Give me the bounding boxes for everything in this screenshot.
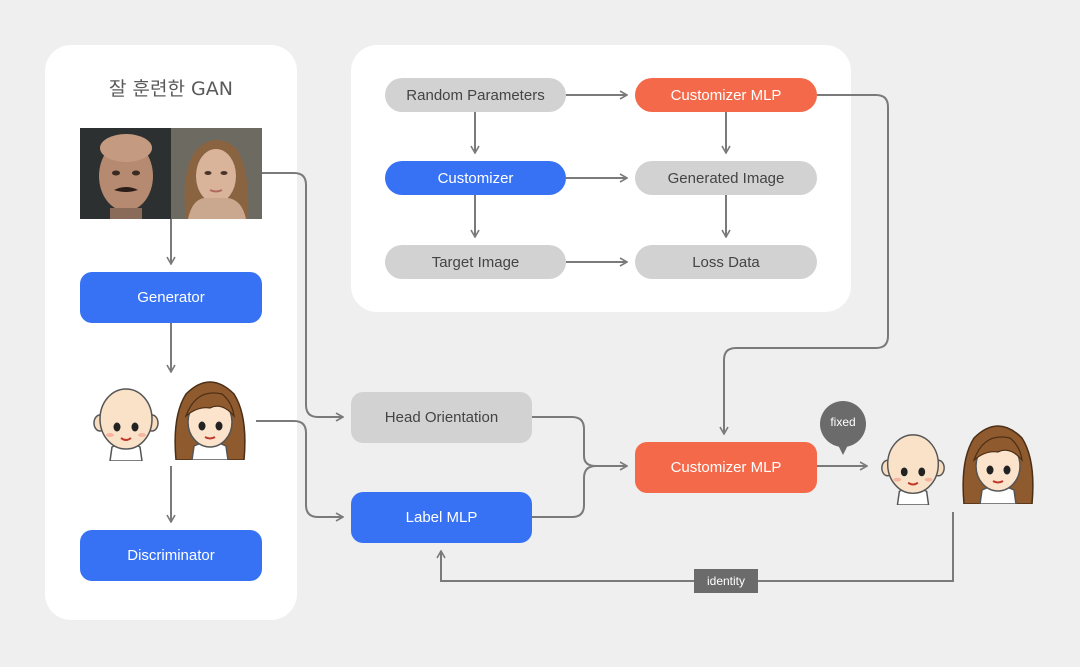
- arrow-head-orientation-to-mlp: [532, 416, 627, 466]
- girl-avatar-left: [174, 381, 246, 460]
- face-photos-image: [80, 128, 262, 219]
- fixed-label: fixed: [830, 415, 856, 429]
- customizer-mlp-main-node[interactable]: Customizer MLP: [635, 442, 817, 493]
- identity-tag: identity: [694, 569, 758, 593]
- loss-data-node[interactable]: Loss Data: [635, 245, 817, 279]
- fixed-bubble: fixed: [818, 401, 868, 455]
- panel-title: 잘 훈련한 GAN: [109, 78, 233, 100]
- generator-node[interactable]: Generator: [80, 272, 262, 323]
- bald-avatar-output: [881, 434, 945, 505]
- target-image-node[interactable]: Target Image: [385, 245, 566, 279]
- girl-avatar-output: [962, 425, 1034, 504]
- customizer-mlp-top-node[interactable]: Customizer MLP: [635, 78, 817, 112]
- face-photos: [80, 128, 262, 219]
- customizer-node[interactable]: Customizer: [385, 161, 566, 195]
- generated-image-node[interactable]: Generated Image: [635, 161, 817, 195]
- speech-bubble-icon: [820, 401, 866, 455]
- random-parameters-node[interactable]: Random Parameters: [385, 78, 566, 112]
- arrow-label-mlp-to-mlp: [532, 465, 597, 518]
- label-mlp-node[interactable]: Label MLP: [351, 492, 532, 543]
- discriminator-node[interactable]: Discriminator: [80, 530, 262, 581]
- bald-avatar-left: [93, 388, 159, 461]
- head-orientation-node[interactable]: Head Orientation: [351, 392, 532, 443]
